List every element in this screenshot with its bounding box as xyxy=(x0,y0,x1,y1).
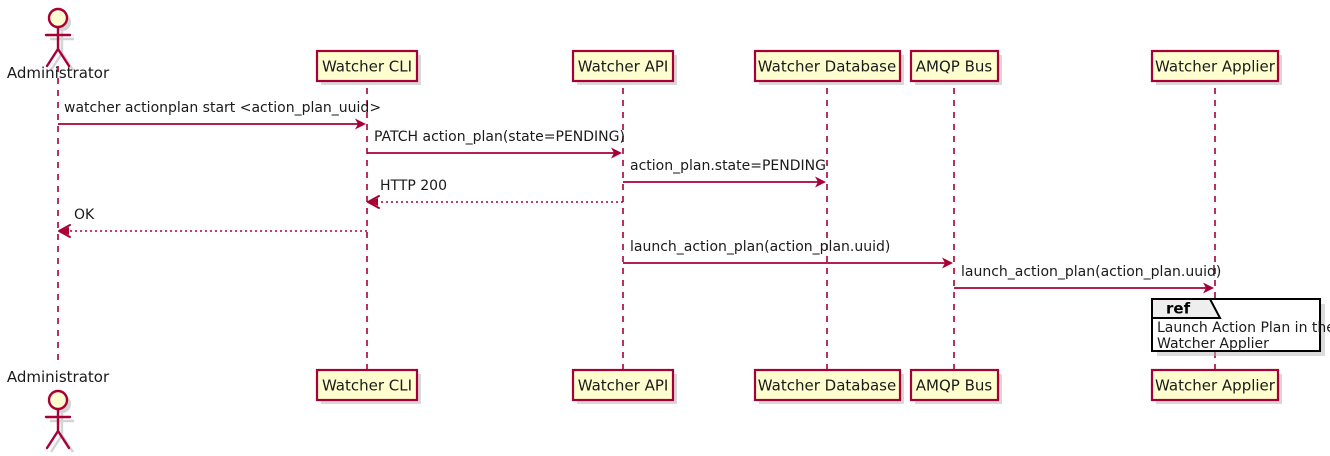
participant-amqp-bus-bottom[interactable]: AMQP Bus xyxy=(909,368,1002,404)
participant-watcher-applier-top[interactable]: Watcher Applier xyxy=(1150,49,1282,85)
participant-label: Watcher API xyxy=(578,58,669,76)
message-label: action_plan.state=PENDING xyxy=(630,158,826,174)
actor-label: Administrator xyxy=(7,368,110,386)
participant-watcher-database-top[interactable]: Watcher Database xyxy=(753,49,904,85)
message-label: OK xyxy=(74,207,95,223)
message-arrowhead xyxy=(355,118,366,130)
message-arrowhead xyxy=(815,176,826,188)
participant-box[interactable] xyxy=(571,368,675,402)
participant-label: Watcher Database xyxy=(758,58,896,76)
participant-label: Watcher API xyxy=(578,377,669,395)
message-label: HTTP 200 xyxy=(380,178,447,194)
message-3[interactable]: action_plan.state=PENDING xyxy=(623,158,826,188)
participant-watcher-api-bottom[interactable]: Watcher API xyxy=(571,368,677,404)
actor-label: Administrator xyxy=(7,64,110,82)
actor-head xyxy=(47,389,69,411)
participant-box[interactable] xyxy=(753,49,902,83)
actor-body xyxy=(44,407,72,450)
message-arrowhead-fill xyxy=(60,227,69,235)
participant-label: AMQP Bus xyxy=(916,377,993,395)
participant-box[interactable] xyxy=(571,49,675,83)
participant-watcher-api-top[interactable]: Watcher API xyxy=(571,49,677,85)
participant-box[interactable] xyxy=(1150,49,1280,83)
message-arrowhead xyxy=(1203,282,1214,294)
actor-body-shadow xyxy=(49,31,75,71)
message-arrowhead xyxy=(611,147,622,159)
participant-watcher-applier-bottom[interactable]: Watcher Applier xyxy=(1150,368,1282,404)
participant-label: AMQP Bus xyxy=(916,58,993,76)
message-label: PATCH action_plan(state=PENDING) xyxy=(374,129,625,145)
message-arrowhead xyxy=(942,257,953,269)
participant-box[interactable] xyxy=(1150,368,1280,402)
message-4[interactable]: HTTP 200 xyxy=(367,178,623,209)
participant-box[interactable] xyxy=(909,49,1000,83)
message-label: launch_action_plan(action_plan.uuid) xyxy=(961,264,1221,280)
message-5[interactable]: OK xyxy=(58,207,367,238)
actor-administrator-bottom[interactable]: Administrator xyxy=(7,368,110,453)
actor-head xyxy=(47,7,69,29)
message-2[interactable]: PATCH action_plan(state=PENDING) xyxy=(367,129,625,159)
participant-watcher-database-bottom[interactable]: Watcher Database xyxy=(753,368,904,404)
ref-line-1: Launch Action Plan in the xyxy=(1157,320,1330,336)
participant-box[interactable] xyxy=(315,49,419,83)
actor-body xyxy=(44,25,72,68)
actor-body-shadow xyxy=(49,413,75,453)
message-arrowhead-fill xyxy=(369,198,378,206)
participant-amqp-bus-top[interactable]: AMQP Bus xyxy=(909,49,1002,85)
participant-box[interactable] xyxy=(909,368,1000,402)
message-arrowhead xyxy=(58,224,71,238)
message-1[interactable]: watcher actionplan start <action_plan_uu… xyxy=(58,100,381,130)
participant-label: Watcher CLI xyxy=(322,377,412,395)
participant-box[interactable] xyxy=(753,368,902,402)
ref-tab-label: ref xyxy=(1166,300,1191,318)
participant-watcher-cli-bottom[interactable]: Watcher CLI xyxy=(315,368,421,404)
participant-label: Watcher Applier xyxy=(1155,377,1276,395)
participant-label: Watcher Applier xyxy=(1155,58,1276,76)
message-label: watcher actionplan start <action_plan_uu… xyxy=(64,100,381,116)
participant-label: Watcher Database xyxy=(758,377,896,395)
message-7[interactable]: launch_action_plan(action_plan.uuid) xyxy=(954,264,1221,294)
actor-administrator-top[interactable]: Administrator xyxy=(7,7,110,82)
participant-label: Watcher CLI xyxy=(322,58,412,76)
participant-watcher-cli-top[interactable]: Watcher CLI xyxy=(315,49,421,85)
ref-tab xyxy=(1151,298,1222,319)
message-arrowhead xyxy=(367,195,380,209)
participant-box[interactable] xyxy=(315,368,419,402)
message-label: launch_action_plan(action_plan.uuid) xyxy=(630,239,890,255)
ref-line-2: Watcher Applier xyxy=(1157,336,1269,352)
message-6[interactable]: launch_action_plan(action_plan.uuid) xyxy=(623,239,953,269)
